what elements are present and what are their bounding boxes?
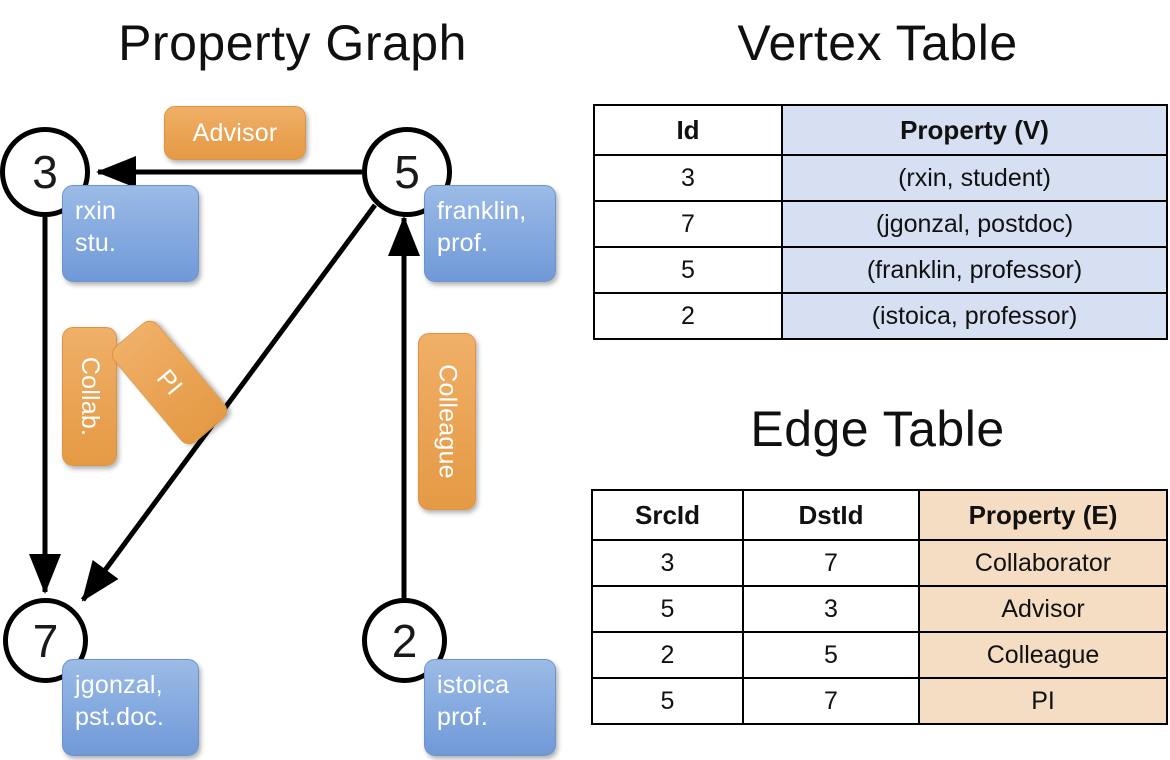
graph-node-3-property-line-2: stu. — [75, 229, 117, 257]
graph-node-7-label: 7 — [32, 614, 59, 667]
edge-table-cell-srcid: 5 — [591, 677, 744, 725]
table-row: 7 (jgonzal, postdoc) — [593, 200, 1168, 248]
vertex-table-cell-id: 3 — [593, 154, 783, 202]
edge-table-cell-srcid: 3 — [591, 539, 744, 587]
vertex-table-cell-id: 2 — [593, 292, 783, 340]
graph-node-5-property-line-2: prof. — [437, 229, 489, 257]
table-row: 2 (istoica, professor) — [593, 292, 1168, 340]
table-row: 5 7 PI — [591, 677, 1168, 725]
edge-table-cell-dstid: 7 — [742, 677, 920, 725]
graph-node-3-property-box: rxin stu. — [62, 185, 199, 282]
edge-table-header-property: Property (E) — [918, 489, 1168, 541]
graph-node-3-label: 3 — [32, 146, 58, 198]
graph-node-5-label: 5 — [394, 146, 420, 198]
vertex-table-header-property: Property (V) — [781, 104, 1168, 156]
table-row: 3 7 Collaborator — [591, 539, 1168, 587]
vertex-table-cell-property: (jgonzal, postdoc) — [781, 200, 1168, 248]
page-title-edge-table: Edge Table — [750, 401, 1005, 457]
page-title-property-graph: Property Graph — [118, 15, 467, 71]
edge-label-collab: Collab. — [62, 327, 117, 466]
edge-5-to-7-pi — [80, 203, 378, 602]
vertex-table-header-id: Id — [593, 104, 783, 156]
edge-table-cell-dstid: 7 — [742, 539, 920, 587]
edge-label-colleague-text: Colleague — [433, 364, 462, 479]
edge-table-cell-dstid: 3 — [742, 585, 920, 633]
edge-table-cell-property: Advisor — [918, 585, 1168, 633]
table-row: 2 5 Colleague — [591, 631, 1168, 679]
vertex-table-cell-property: (franklin, professor) — [781, 246, 1168, 294]
edge-table-cell-property: Colleague — [918, 631, 1168, 679]
table-row: 5 (franklin, professor) — [593, 246, 1168, 294]
edge-table-header-dstid: DstId — [742, 489, 920, 541]
vertex-table-cell-property: (rxin, student) — [781, 154, 1168, 202]
table-row: 5 3 Advisor — [591, 585, 1168, 633]
edge-table-cell-srcid: 5 — [591, 585, 744, 633]
graph-node-5[interactable]: 5 — [362, 127, 452, 217]
vertex-table: Id Property (V) 3 (rxin, student) 7 (jgo… — [593, 104, 1168, 340]
edge-table-cell-dstid: 5 — [742, 631, 920, 679]
edge-table-cell-property: PI — [918, 677, 1168, 725]
graph-node-2-property-line-2: prof. — [437, 703, 489, 731]
graph-node-5-property-line-1: franklin, — [437, 197, 527, 225]
graph-node-7-property-box: jgonzal, pst.doc. — [62, 659, 199, 756]
vertex-table-header-row: Id Property (V) — [593, 104, 1168, 156]
edge-label-colleague: Colleague — [418, 333, 476, 510]
graph-node-2-label: 2 — [391, 614, 418, 667]
graph-edges-svg — [29, 156, 420, 602]
vertex-table-cell-id: 5 — [593, 246, 783, 294]
edge-table: SrcId DstId Property (E) 3 7 Collaborato… — [591, 489, 1168, 725]
graph-node-2-property-line-1: istoica — [437, 671, 510, 699]
edge-table-cell-srcid: 2 — [591, 631, 744, 679]
edge-label-collab-text: Collab. — [76, 356, 105, 437]
page-title-vertex-table: Vertex Table — [737, 15, 1018, 71]
graph-node-2-property-box: istoica prof. — [424, 659, 556, 756]
vertex-table-cell-id: 7 — [593, 200, 783, 248]
edge-table-cell-property: Collaborator — [918, 539, 1168, 587]
vertex-table-cell-property: (istoica, professor) — [781, 292, 1168, 340]
graph-node-5-property-box: franklin, prof. — [424, 185, 556, 282]
table-row: 3 (rxin, student) — [593, 154, 1168, 202]
edge-label-advisor-text: Advisor — [192, 118, 278, 147]
edge-label-advisor: Advisor — [164, 106, 306, 160]
edge-label-pi-text: PI — [151, 363, 189, 401]
property-graph-diagram: Advisor Collab. PI Colleague 3 5 7 2 rxi… — [0, 106, 556, 756]
graph-node-2[interactable]: 2 — [362, 598, 447, 683]
graph-node-3-property-line-1: rxin — [75, 197, 117, 225]
graph-node-7-property-line-1: jgonzal, — [75, 671, 163, 699]
edge-table-header-row: SrcId DstId Property (E) — [591, 489, 1168, 541]
graph-node-7-property-line-2: pst.doc. — [75, 703, 165, 731]
edge-table-header-srcid: SrcId — [591, 489, 744, 541]
